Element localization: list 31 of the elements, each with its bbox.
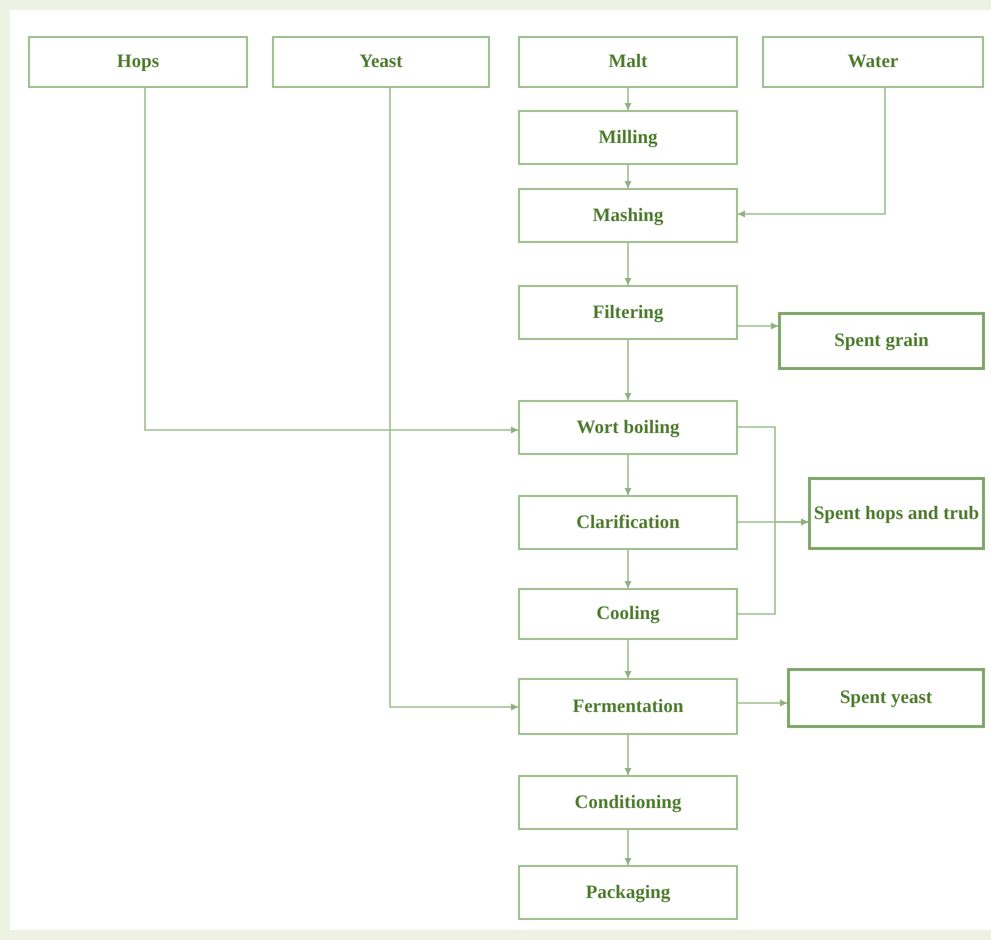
process-box: Water	[762, 36, 984, 88]
process-box: Milling	[518, 110, 738, 165]
arrow	[738, 88, 886, 218]
process-box: Spent yeast	[787, 668, 985, 728]
process-box: Cooling	[518, 588, 738, 640]
process-box: Wort boiling	[518, 400, 738, 455]
arrow	[144, 88, 518, 434]
arrow	[624, 243, 632, 285]
process-box: Malt	[518, 36, 738, 88]
process-box: Packaging	[518, 865, 738, 920]
arrow	[624, 340, 632, 400]
arrow	[389, 88, 518, 710]
arrow	[624, 735, 632, 775]
process-box: Hops	[28, 36, 248, 88]
arrow	[738, 518, 808, 615]
process-box: Spent grain	[778, 312, 985, 370]
process-box: Conditioning	[518, 775, 738, 830]
arrow	[624, 165, 632, 188]
process-box: Spent hops and trub	[808, 477, 985, 550]
arrow	[738, 700, 787, 706]
arrow	[624, 640, 632, 678]
arrow	[624, 88, 632, 110]
process-box: Yeast	[272, 36, 490, 88]
arrow	[624, 550, 632, 588]
process-box: Fermentation	[518, 678, 738, 735]
process-box: Mashing	[518, 188, 738, 243]
arrow	[738, 322, 778, 330]
process-box: Filtering	[518, 285, 738, 340]
arrow	[624, 455, 632, 495]
process-box: Clarification	[518, 495, 738, 550]
arrow	[624, 830, 632, 865]
